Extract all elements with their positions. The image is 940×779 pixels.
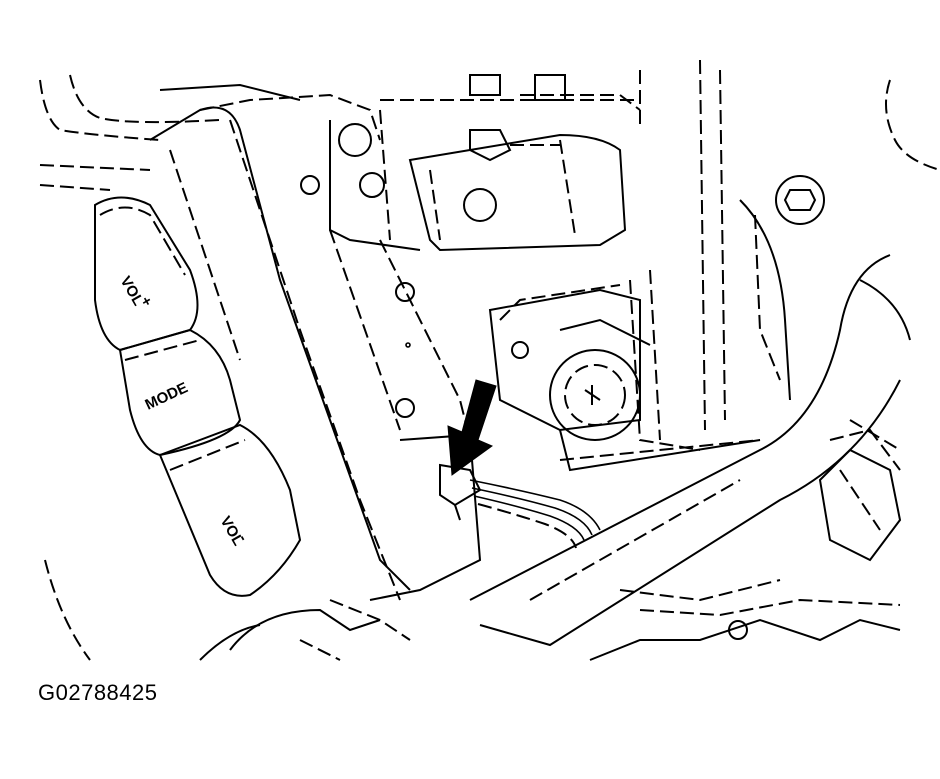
mode-label: MODE [143,379,191,413]
steering-wheel-spoke [469,254,911,661]
arrow-icon [447,379,497,476]
connector-icon [439,463,601,549]
switch-housing [149,83,482,641]
steering-wheel-rim [39,74,940,661]
vol-down-label: VOL [217,514,247,549]
steering-column-outline [699,59,791,431]
lower-housing [199,608,381,661]
clock-spring [488,269,761,472]
bolt-icon [300,123,825,418]
switch-pad: VOL + MODE VOL - [94,196,302,597]
mounting-bracket [380,70,641,252]
figure-caption: G02788425 [38,680,158,705]
